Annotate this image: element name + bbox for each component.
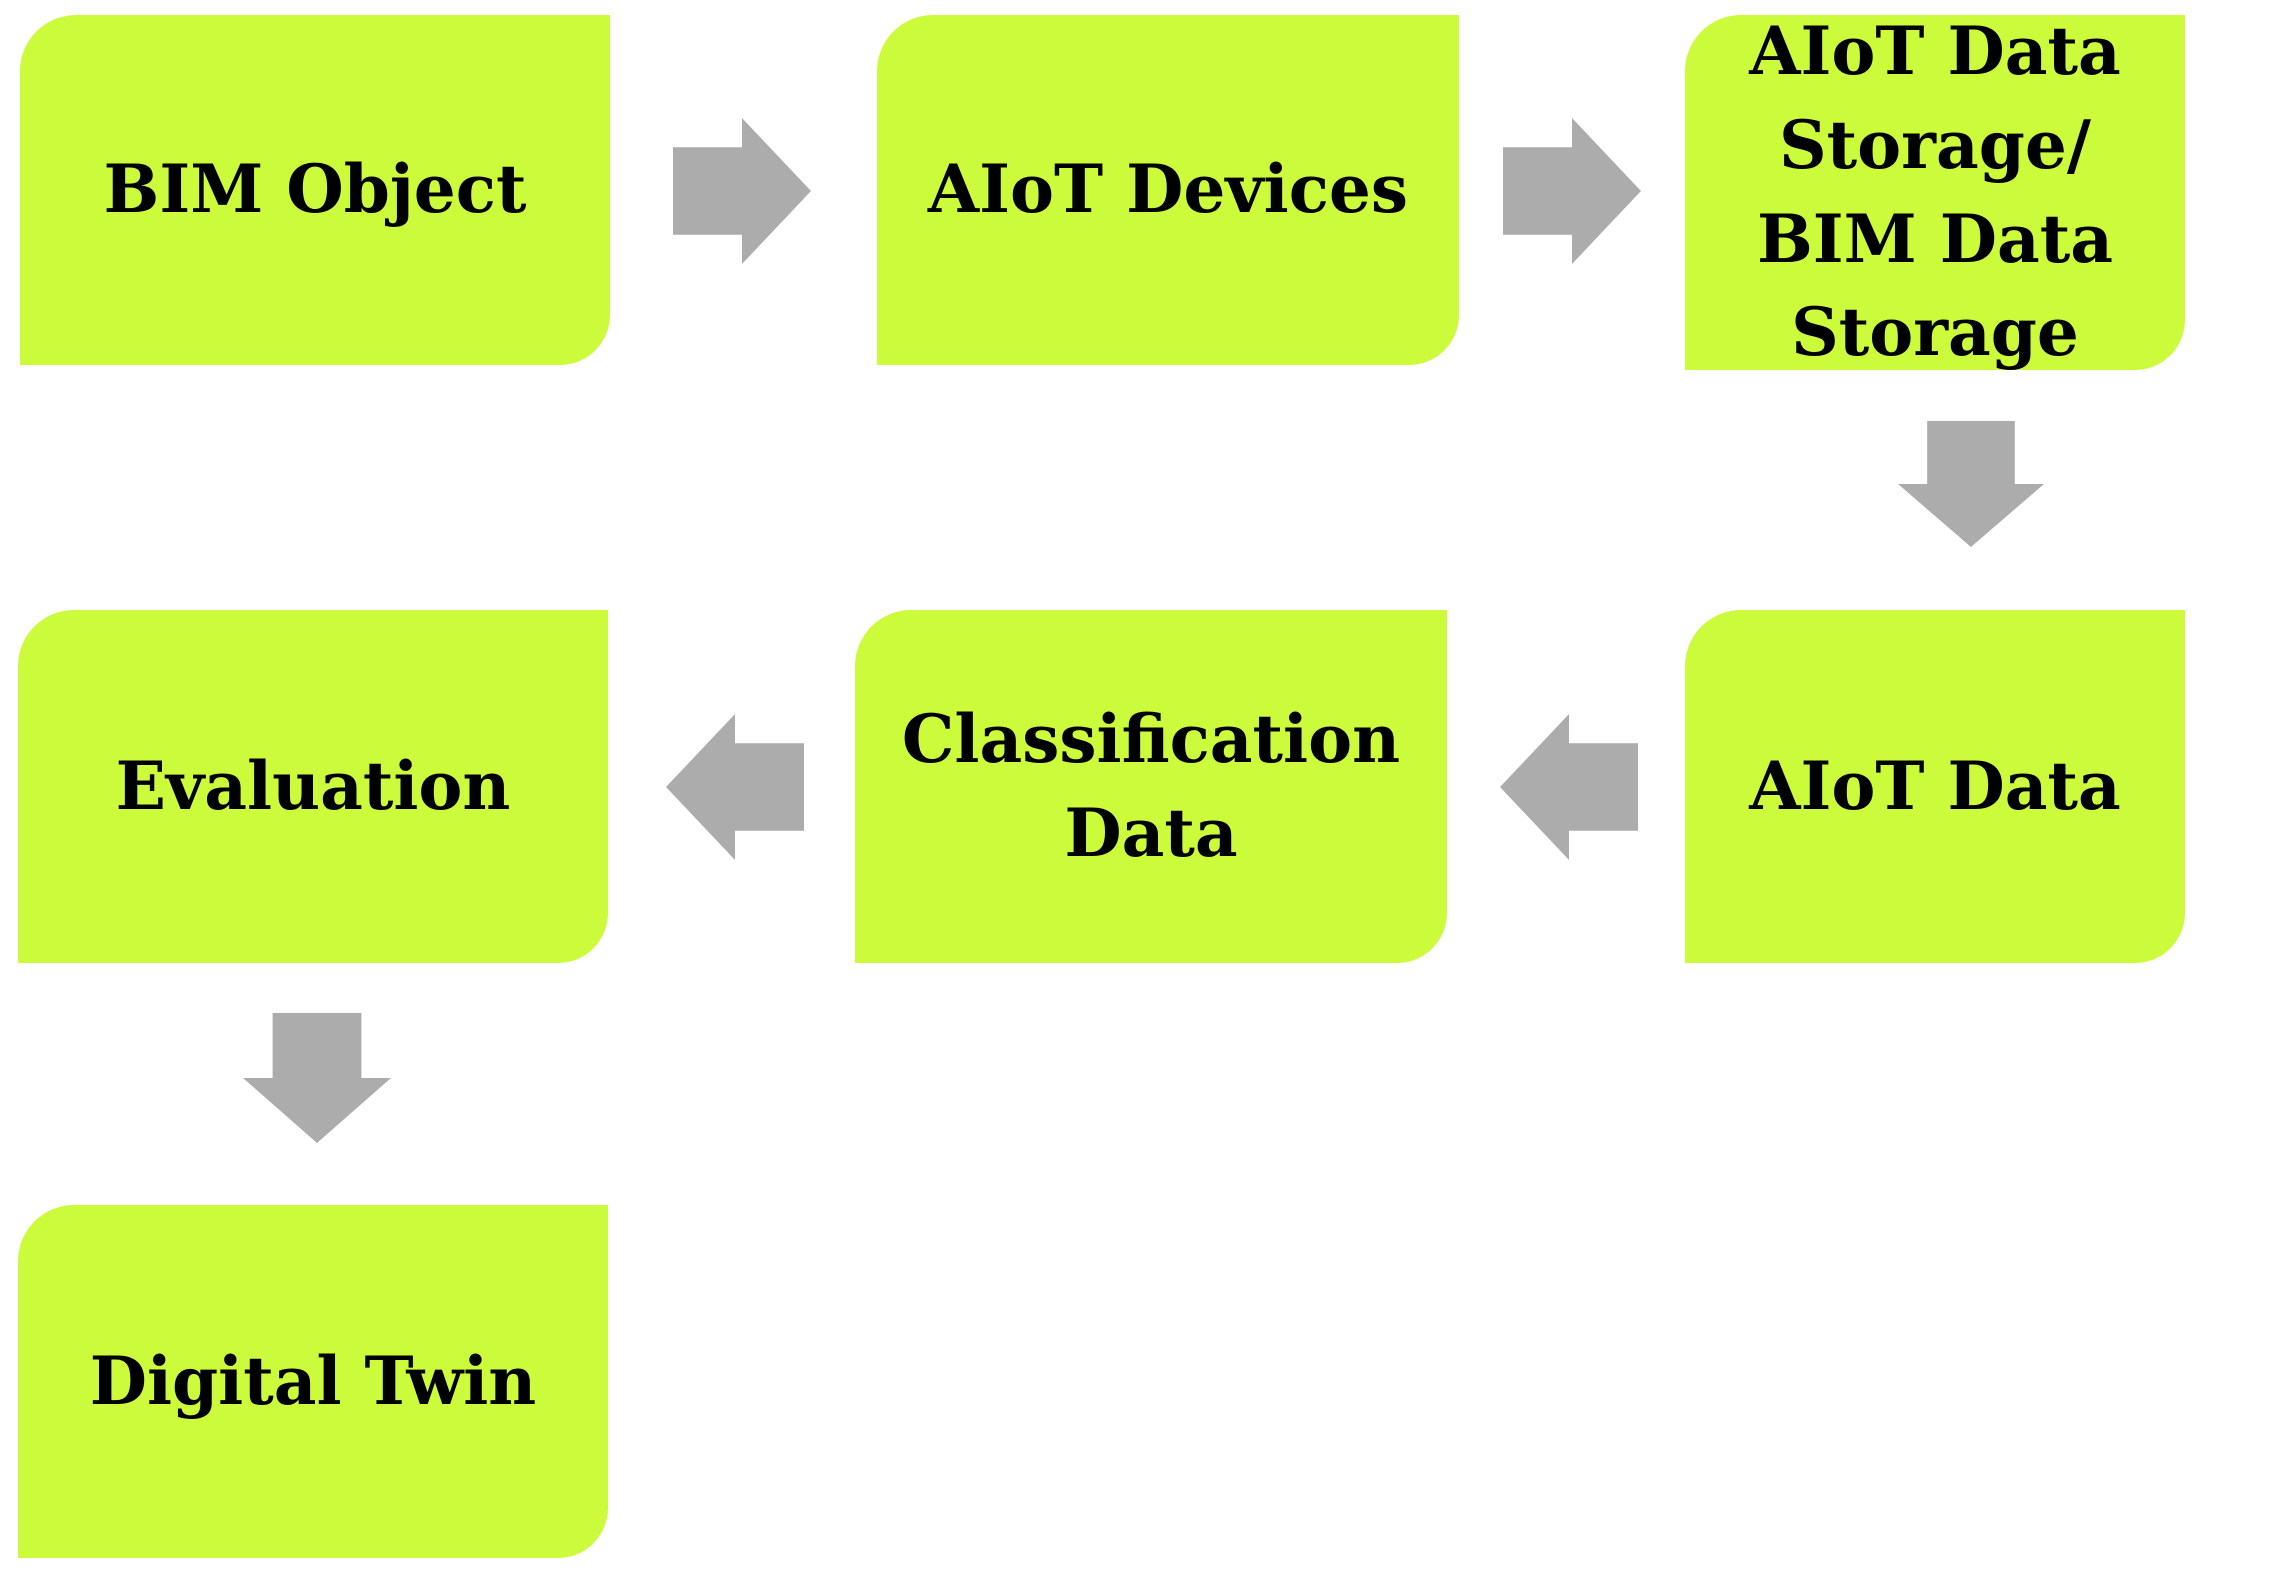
node-aiot-data-storage: AIoT Data Storage/ BIM Data Storage bbox=[1685, 11, 2185, 371]
arrow-left-icon bbox=[666, 714, 804, 860]
node-aiot-data-label: AIoT Data bbox=[1749, 746, 2121, 825]
node-aiot-devices-label: AIoT Devices bbox=[927, 150, 1409, 229]
node-classification-data: Classification Data bbox=[855, 606, 1447, 963]
arrow-down-icon bbox=[243, 1013, 391, 1143]
node-evaluation-label: Evaluation bbox=[115, 746, 511, 825]
node-bim-object: BIM Object bbox=[20, 11, 610, 365]
node-digital-twin-label: Digital Twin bbox=[89, 1341, 537, 1420]
arrow-left-icon bbox=[1500, 714, 1638, 860]
node-aiot-data: AIoT Data bbox=[1685, 606, 2185, 963]
arrow-right-icon bbox=[673, 118, 811, 264]
node-classification-data-label: Classification Data bbox=[901, 699, 1401, 872]
node-aiot-data-storage-label: AIoT Data Storage/ BIM Data Storage bbox=[1749, 12, 2121, 372]
node-evaluation: Evaluation bbox=[18, 606, 608, 963]
arrow-down-icon bbox=[1898, 421, 2044, 547]
node-bim-object-label: BIM Object bbox=[103, 150, 527, 229]
node-aiot-devices: AIoT Devices bbox=[877, 11, 1459, 365]
arrow-right-icon bbox=[1503, 118, 1641, 264]
node-digital-twin: Digital Twin bbox=[18, 1201, 608, 1558]
